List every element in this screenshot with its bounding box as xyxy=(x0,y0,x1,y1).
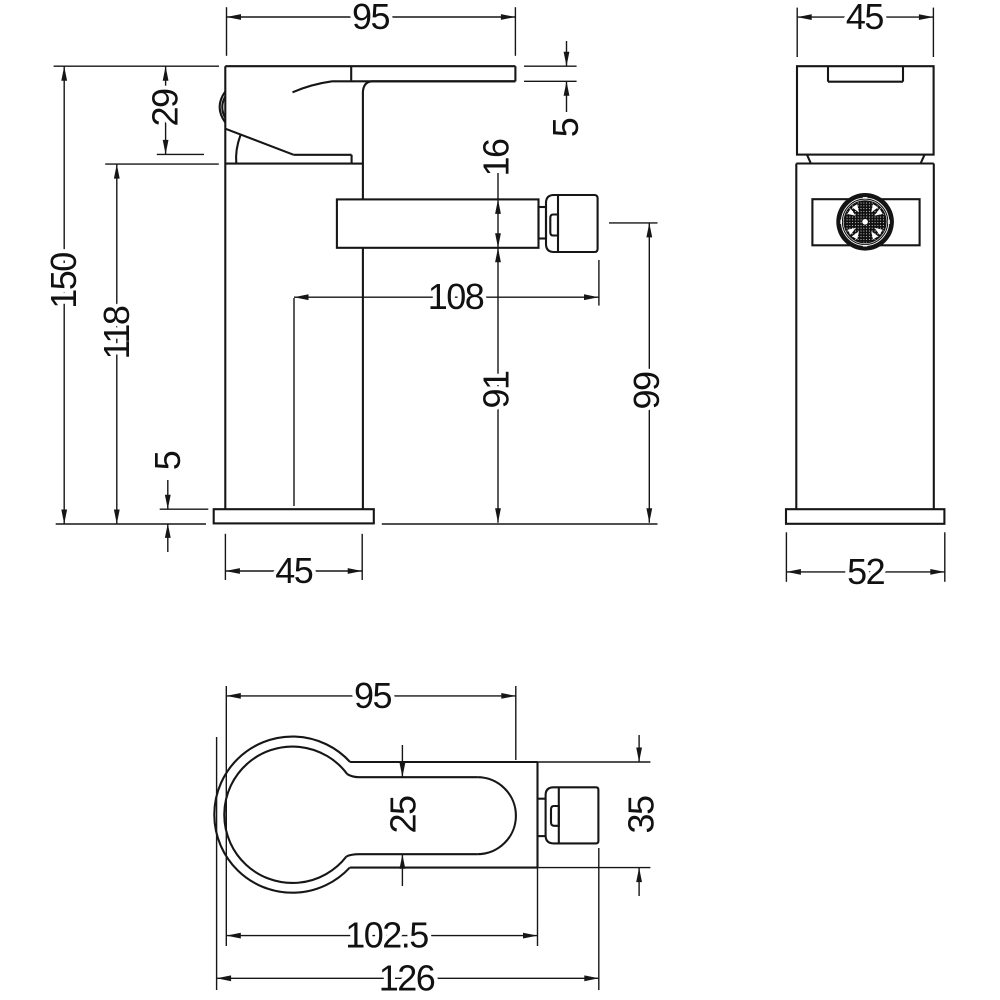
svg-text:45: 45 xyxy=(275,550,313,591)
svg-text:35: 35 xyxy=(621,796,662,834)
svg-text:95: 95 xyxy=(354,675,392,716)
svg-text:126: 126 xyxy=(379,957,435,998)
svg-text:91: 91 xyxy=(476,371,517,409)
svg-text:108: 108 xyxy=(428,276,484,317)
svg-text:150: 150 xyxy=(43,253,84,309)
svg-text:99: 99 xyxy=(626,372,667,410)
svg-text:52: 52 xyxy=(847,551,885,592)
svg-text:25: 25 xyxy=(383,796,424,834)
svg-text:95: 95 xyxy=(352,0,390,37)
svg-text:5: 5 xyxy=(147,451,188,470)
svg-text:102.5: 102.5 xyxy=(345,915,428,956)
svg-text:45: 45 xyxy=(846,0,884,37)
svg-text:29: 29 xyxy=(145,89,186,127)
svg-text:16: 16 xyxy=(476,139,517,177)
svg-text:118: 118 xyxy=(96,306,137,359)
svg-text:5: 5 xyxy=(545,118,586,137)
